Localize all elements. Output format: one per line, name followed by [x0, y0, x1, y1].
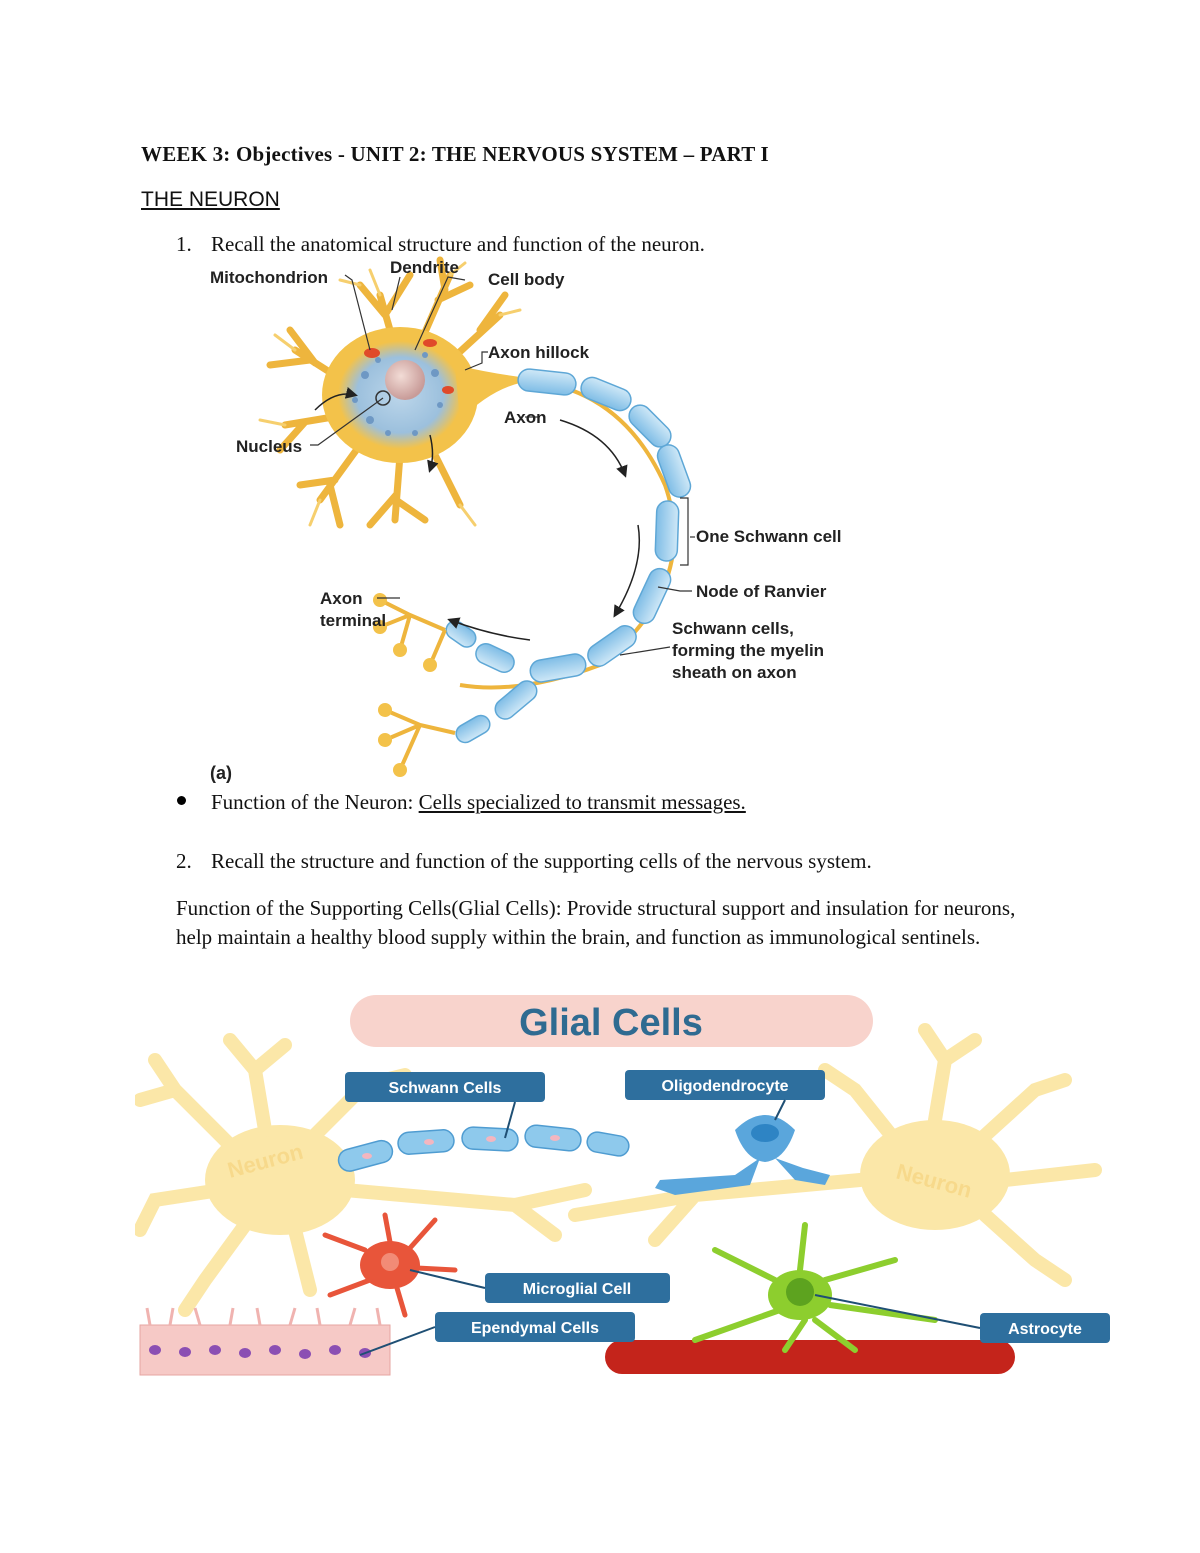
- neuron-diagram: Mitochondrion Dendrite Cell body Axon hi…: [210, 256, 842, 783]
- ependymal-label-box: [435, 1312, 635, 1342]
- title-pill: [350, 995, 873, 1047]
- oligodendrocyte-label-box: [625, 1070, 825, 1100]
- label-nucleus: Nucleus: [236, 437, 302, 456]
- label-ependymal: Ependymal Cells: [471, 1320, 599, 1337]
- glial-cells-diagram: Neuron Neuron Glial Cells: [135, 995, 1110, 1376]
- mitochondrion: [364, 348, 380, 358]
- label-oligodendrocyte: Oligodendrocyte: [661, 1078, 788, 1095]
- myelin-sheath: [445, 368, 692, 744]
- schwann-cells: [337, 1124, 630, 1172]
- objective-text: Recall the anatomical structure and func…: [211, 232, 705, 256]
- neuron-function-prefix: Function of the Neuron:: [211, 790, 419, 814]
- label-node-of-ranvier: Node of Ranvier: [696, 582, 827, 601]
- label-one-schwann-cell: One Schwann cell: [696, 527, 842, 546]
- label-axon-hillock: Axon hillock: [488, 343, 590, 362]
- axon-terminals: [379, 598, 456, 771]
- label-schwann-2: forming the myelin: [672, 641, 824, 660]
- bullet-dot: [177, 796, 186, 805]
- objective-text: Recall the structure and function of the…: [211, 849, 872, 873]
- label-axon-terminal-1: Axon: [320, 589, 363, 608]
- label-panel: (a): [210, 763, 232, 783]
- page-heading: WEEK 3: Objectives - UNIT 2: THE NERVOUS…: [141, 142, 769, 166]
- section-title: THE NEURON: [141, 188, 280, 211]
- objective-number: 1.: [176, 232, 192, 256]
- objective-number: 2.: [176, 849, 192, 873]
- label-axon-terminal-2: terminal: [320, 611, 386, 630]
- glial-function-paragraph: Function of the Supporting Cells(Glial C…: [176, 896, 1016, 949]
- label-cell-body: Cell body: [488, 270, 565, 289]
- label-astrocyte: Astrocyte: [1008, 1321, 1082, 1338]
- nucleus: [385, 360, 425, 400]
- neuron-right: [568, 1023, 1102, 1287]
- microglial-label-box: [485, 1273, 670, 1303]
- astrocyte-label-box: [980, 1313, 1110, 1343]
- astrocyte: [692, 1222, 938, 1353]
- label-schwann-3: sheath on axon: [672, 663, 797, 682]
- label-mitochondrion: Mitochondrion: [210, 268, 328, 287]
- neuron-function: Function of the Neuron: Cells specialize…: [211, 790, 746, 815]
- neuron-function-answer: Cells specialized to transmit messages.: [418, 790, 746, 814]
- label-microglial: Microglial Cell: [523, 1281, 631, 1298]
- glial-title: Glial Cells: [519, 1002, 703, 1044]
- label-schwann-1: Schwann cells,: [672, 619, 794, 638]
- label-schwann-cells: Schwann Cells: [389, 1080, 502, 1097]
- axon-hillock: [455, 365, 520, 420]
- blood-vessel: [605, 1340, 1015, 1374]
- label-dendrite: Dendrite: [390, 258, 459, 277]
- label-axon: Axon: [504, 408, 547, 427]
- ependymal-cells: [139, 1307, 391, 1376]
- schwann-label-box: [345, 1072, 545, 1102]
